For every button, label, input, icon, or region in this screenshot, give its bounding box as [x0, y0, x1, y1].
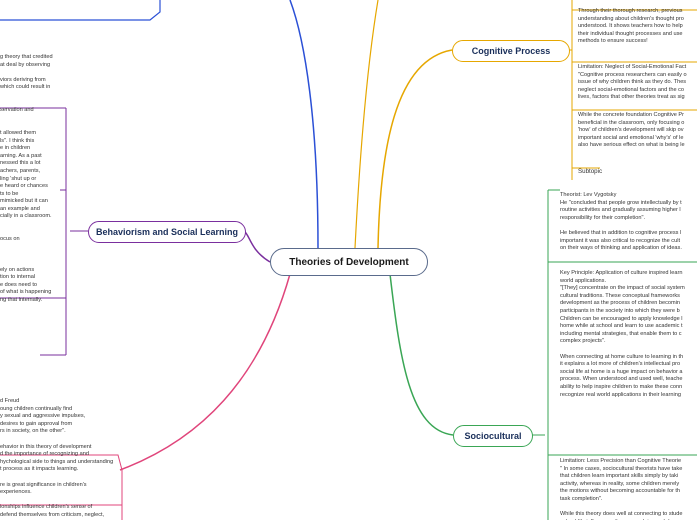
cognitive-subtopic[interactable]: Subtopic	[578, 168, 603, 175]
branch-sociocultural	[389, 273, 454, 436]
cognitive-note-3[interactable]: While the concrete foundation Cognitive …	[578, 112, 685, 149]
cog-bracket	[568, 0, 697, 180]
branch-orange-top	[354, 0, 379, 249]
branch-blue	[289, 0, 319, 249]
branch-blue-underline	[0, 0, 161, 21]
beh-bracket	[0, 107, 88, 356]
cognitive-note-1[interactable]: Through their thorough research, previou…	[578, 8, 684, 45]
soc-bracket	[531, 189, 697, 520]
central-topic[interactable]: Theories of Development	[270, 248, 428, 276]
cognitive-note-2[interactable]: Limitation: Neglect of Social-Emotional …	[578, 64, 687, 101]
behaviorism-notes[interactable]: g theory that credited at deal by observ…	[0, 54, 53, 302]
psycho-bracket	[0, 454, 123, 520]
topic-behaviorism-social-learning[interactable]: Behaviorism and Social Learning	[88, 221, 246, 243]
branch-psycho	[119, 273, 291, 471]
sociocultural-note-2[interactable]: Key Principle: Application of culture in…	[560, 270, 685, 398]
psychoanalytic-notes[interactable]: d Freud oung children continually find y…	[0, 398, 114, 520]
sociocultural-note-1[interactable]: Theorist: Lev Vygotsky He "concluded tha…	[560, 192, 682, 252]
branch-cognitive	[377, 49, 453, 249]
sociocultural-note-3[interactable]: Limitation: Less Precision than Cognitiv…	[560, 458, 683, 520]
branch-behaviorism	[243, 230, 271, 263]
topic-sociocultural[interactable]: Sociocultural	[453, 425, 533, 447]
topic-cognitive-process[interactable]: Cognitive Process	[452, 40, 570, 62]
